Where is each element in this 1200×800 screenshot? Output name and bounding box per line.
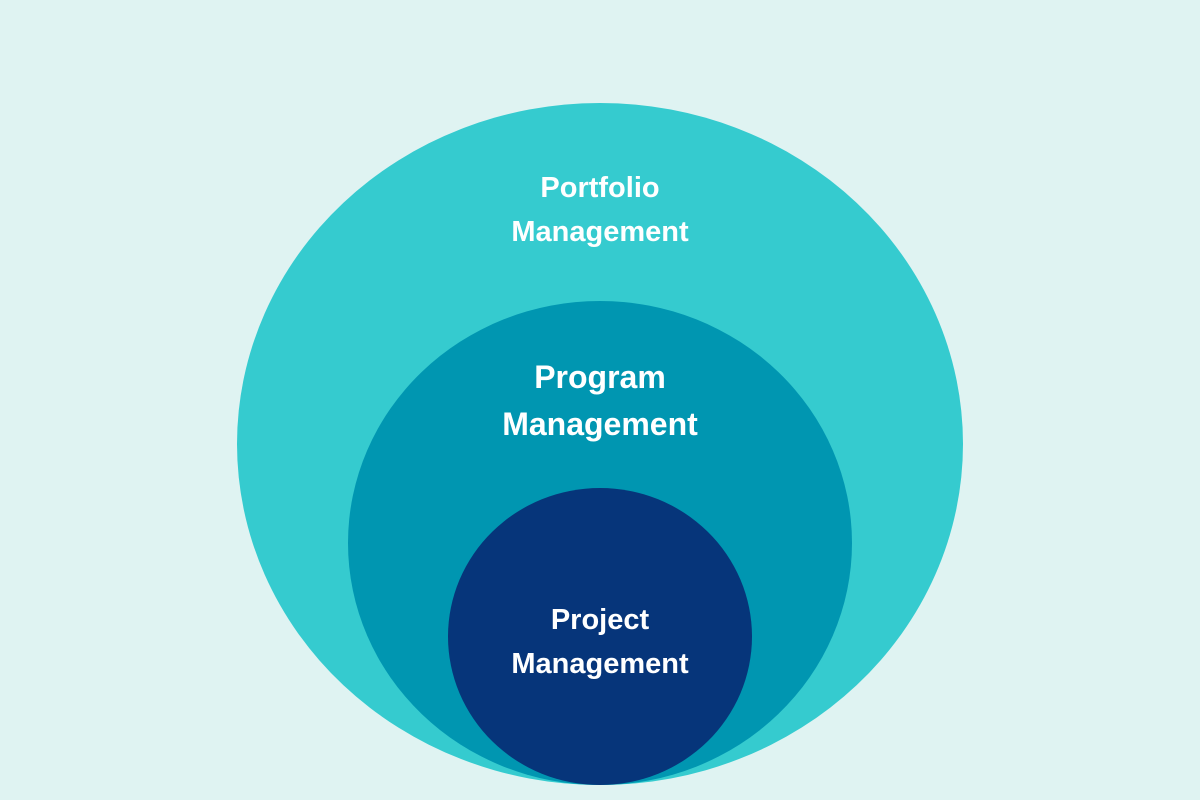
program-label-line-2: Management	[502, 406, 698, 442]
project-label-line-2: Management	[511, 648, 689, 680]
portfolio-label: Portfolio Management	[0, 166, 1200, 254]
program-label-line-1: Program	[534, 359, 666, 395]
portfolio-label-line-1: Portfolio	[540, 172, 660, 204]
portfolio-label-line-2: Management	[511, 216, 689, 248]
project-label: Project Management	[0, 598, 1200, 686]
program-label: Program Management	[0, 354, 1200, 448]
project-label-line-1: Project	[550, 604, 650, 636]
project-circle	[448, 488, 752, 785]
